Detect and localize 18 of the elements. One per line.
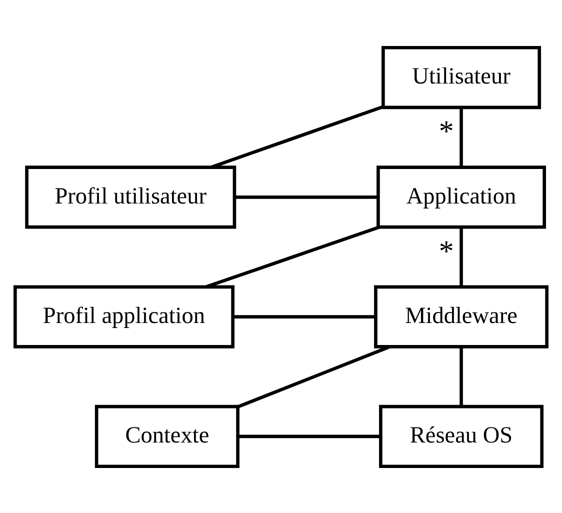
- connector: [460, 227, 463, 286]
- node-box: Utilisateur: [382, 45, 542, 109]
- connector: [210, 104, 384, 168]
- connector: [206, 225, 380, 288]
- edge-label: *: [438, 114, 454, 148]
- connector: [460, 107, 463, 167]
- connector: [460, 346, 463, 406]
- node-box: Réseau OS: [379, 404, 544, 468]
- connector: [234, 195, 378, 198]
- node-box: Middleware: [374, 284, 548, 348]
- node-box: Profil application: [14, 284, 234, 348]
- connector: [237, 344, 390, 408]
- node-box: Application: [376, 165, 546, 228]
- connector: [233, 314, 376, 318]
- node-box: Contexte: [94, 404, 240, 468]
- edge-label: *: [438, 234, 454, 268]
- node-box: Profil utilisateur: [25, 165, 236, 228]
- connector: [238, 434, 381, 438]
